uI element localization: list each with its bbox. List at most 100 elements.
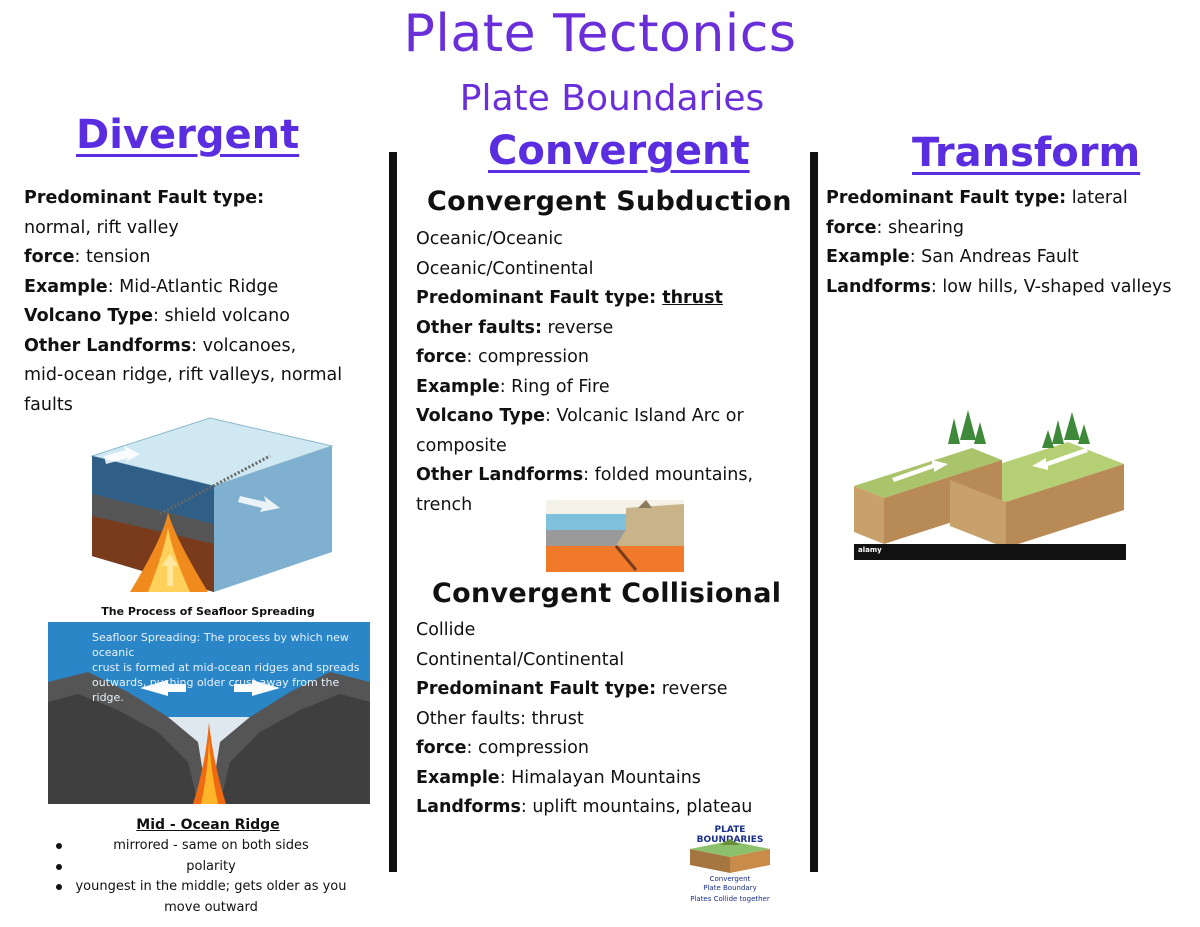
detail-value: faults — [24, 394, 73, 415]
list-item-text: youngest in the middle; gets older as yo… — [75, 879, 347, 894]
detail-value: composite — [416, 435, 507, 456]
detail-value: : compression — [466, 738, 589, 758]
transform-fault-diagram: alamy — [852, 408, 1126, 560]
detail-value: : Himalayan Mountains — [499, 767, 701, 788]
detail-label: Other faults: — [416, 317, 542, 338]
detail-label: Landforms — [416, 797, 521, 817]
seafloor-spreading-caption: The Process of Seafloor Spreading — [101, 605, 315, 618]
detail-line: force: tension — [24, 243, 342, 273]
detail-label: Predominant Fault type: — [826, 188, 1067, 208]
detail-line: Continental/Continental — [416, 646, 752, 676]
detail-label: Example — [416, 767, 500, 788]
page-subtitle: Plate Boundaries — [459, 78, 765, 119]
detail-line: Example: Ring of Fire — [416, 373, 753, 403]
detail-line: Example: Mid-Atlantic Ridge — [24, 273, 342, 303]
seafloor-spreading-diagram: Seafloor Spreading: The process by which… — [48, 622, 370, 804]
detail-line: Example: San Andreas Fault — [826, 243, 1171, 273]
list-item: mirrored - same on both sides — [56, 836, 366, 857]
detail-value: : folded mountains, — [583, 465, 754, 485]
detail-value: : volcanoes, — [191, 335, 297, 356]
detail-value: : tension — [74, 247, 151, 267]
detail-value: Collide — [416, 620, 476, 640]
watermark-text: alamy — [858, 546, 882, 554]
detail-line: force: shearing — [826, 214, 1171, 244]
detail-value: : Ring of Fire — [499, 376, 610, 397]
detail-value: : shearing — [876, 217, 964, 238]
thumbnail-caption-2: Plate Boundary — [703, 884, 757, 892]
detail-underlined-value: thrust — [662, 288, 723, 308]
detail-value: trench — [416, 494, 473, 515]
detail-label: Other Landforms — [24, 335, 192, 356]
detail-line: Example: Himalayan Mountains — [416, 764, 752, 794]
bullet-icon — [56, 843, 62, 849]
seafloor-text-line: crust is formed at mid-ocean ridges and … — [92, 661, 360, 674]
list-item: youngest in the middle; gets older as yo… — [56, 877, 366, 898]
plate-boundaries-thumbnail: PLATE BOUNDARIES Convergent Plate Bounda… — [686, 823, 774, 911]
subduction-diagram — [546, 500, 684, 572]
detail-value: mid-ocean ridge, rift valleys, normal — [24, 365, 343, 385]
detail-line: Predominant Fault type: thrust — [416, 284, 753, 314]
detail-label: Example — [416, 376, 500, 397]
detail-label: force — [416, 738, 467, 758]
detail-value: : San Andreas Fault — [909, 247, 1079, 267]
seafloor-text-line: outwards, pushing older crust away from … — [92, 676, 340, 704]
bullet-icon — [56, 884, 62, 890]
detail-value: Oceanic/Continental — [416, 258, 594, 279]
detail-line: Other Landforms: volcanoes, — [24, 332, 342, 362]
detail-label: Predominant Fault type: — [24, 188, 265, 208]
list-item-continuation: move outward — [56, 898, 366, 919]
page-title: Plate Tectonics — [403, 4, 797, 64]
detail-value: : uplift mountains, plateau — [520, 797, 753, 817]
detail-value: : Mid-Atlantic Ridge — [107, 276, 279, 297]
detail-value: Other faults: thrust — [416, 708, 584, 729]
detail-line: Landforms: uplift mountains, plateau — [416, 793, 752, 823]
collisional-title: Convergent Collisional — [432, 578, 782, 609]
detail-value: : shield volcano — [153, 306, 290, 326]
divergent-heading: Divergent — [76, 112, 300, 158]
column-divider-left — [389, 152, 397, 872]
list-item-text: mirrored - same on both sides — [113, 838, 309, 853]
detail-label: force — [24, 247, 75, 267]
detail-line: Oceanic/Oceanic — [416, 225, 753, 255]
detail-value: reverse — [656, 679, 728, 699]
detail-line: force: compression — [416, 734, 752, 764]
detail-line: normal, rift valley — [24, 214, 342, 244]
detail-value: : Volcanic Island Arc or — [545, 406, 744, 426]
detail-label: Volcano Type — [24, 306, 154, 326]
detail-line: force: compression — [416, 343, 753, 373]
detail-line: Other faults: thrust — [416, 705, 752, 735]
detail-label: Other Landforms — [416, 465, 584, 485]
detail-line: Volcano Type: Volcanic Island Arc or — [416, 402, 753, 432]
detail-value: : low hills, V-shaped valleys — [930, 276, 1172, 297]
detail-line: Other faults: reverse — [416, 314, 753, 344]
detail-line: faults — [24, 391, 342, 421]
list-item-text: move outward — [164, 899, 258, 915]
detail-line: Volcano Type: shield volcano — [24, 302, 342, 332]
detail-line: trench — [416, 491, 753, 521]
detail-value: normal, rift valley — [24, 217, 179, 238]
divergent-details: Predominant Fault type: normal, rift vall… — [24, 184, 342, 420]
detail-line: Predominant Fault type: reverse — [416, 675, 752, 705]
list-item: polarity — [56, 857, 366, 878]
detail-label: Example — [24, 276, 108, 297]
detail-line: Other Landforms: folded mountains, — [416, 461, 753, 491]
list-item-text: polarity — [186, 858, 236, 874]
detail-label: Predominant Fault type: — [416, 679, 657, 699]
detail-line: Predominant Fault type: — [24, 184, 342, 214]
mid-ocean-ridge-title: Mid - Ocean Ridge — [136, 817, 280, 833]
detail-label: force — [416, 347, 467, 367]
mid-ocean-ridge-list: mirrored - same on both sides polarity y… — [56, 836, 366, 918]
detail-line: Collide — [416, 616, 752, 646]
detail-line: composite — [416, 432, 753, 462]
detail-value: Oceanic/Oceanic — [416, 229, 563, 249]
divergent-block-diagram — [90, 416, 334, 594]
detail-label: Example — [826, 247, 910, 267]
seafloor-text-line: Seafloor Spreading: The process by which… — [92, 631, 349, 659]
thumbnail-caption-1: Convergent — [709, 875, 751, 883]
seafloor-spreading-text: Seafloor Spreading: The process by which… — [92, 630, 370, 705]
convergent-heading: Convergent — [488, 128, 750, 174]
transform-heading: Transform — [912, 130, 1141, 176]
detail-line: Landforms: low hills, V-shaped valleys — [826, 273, 1171, 303]
